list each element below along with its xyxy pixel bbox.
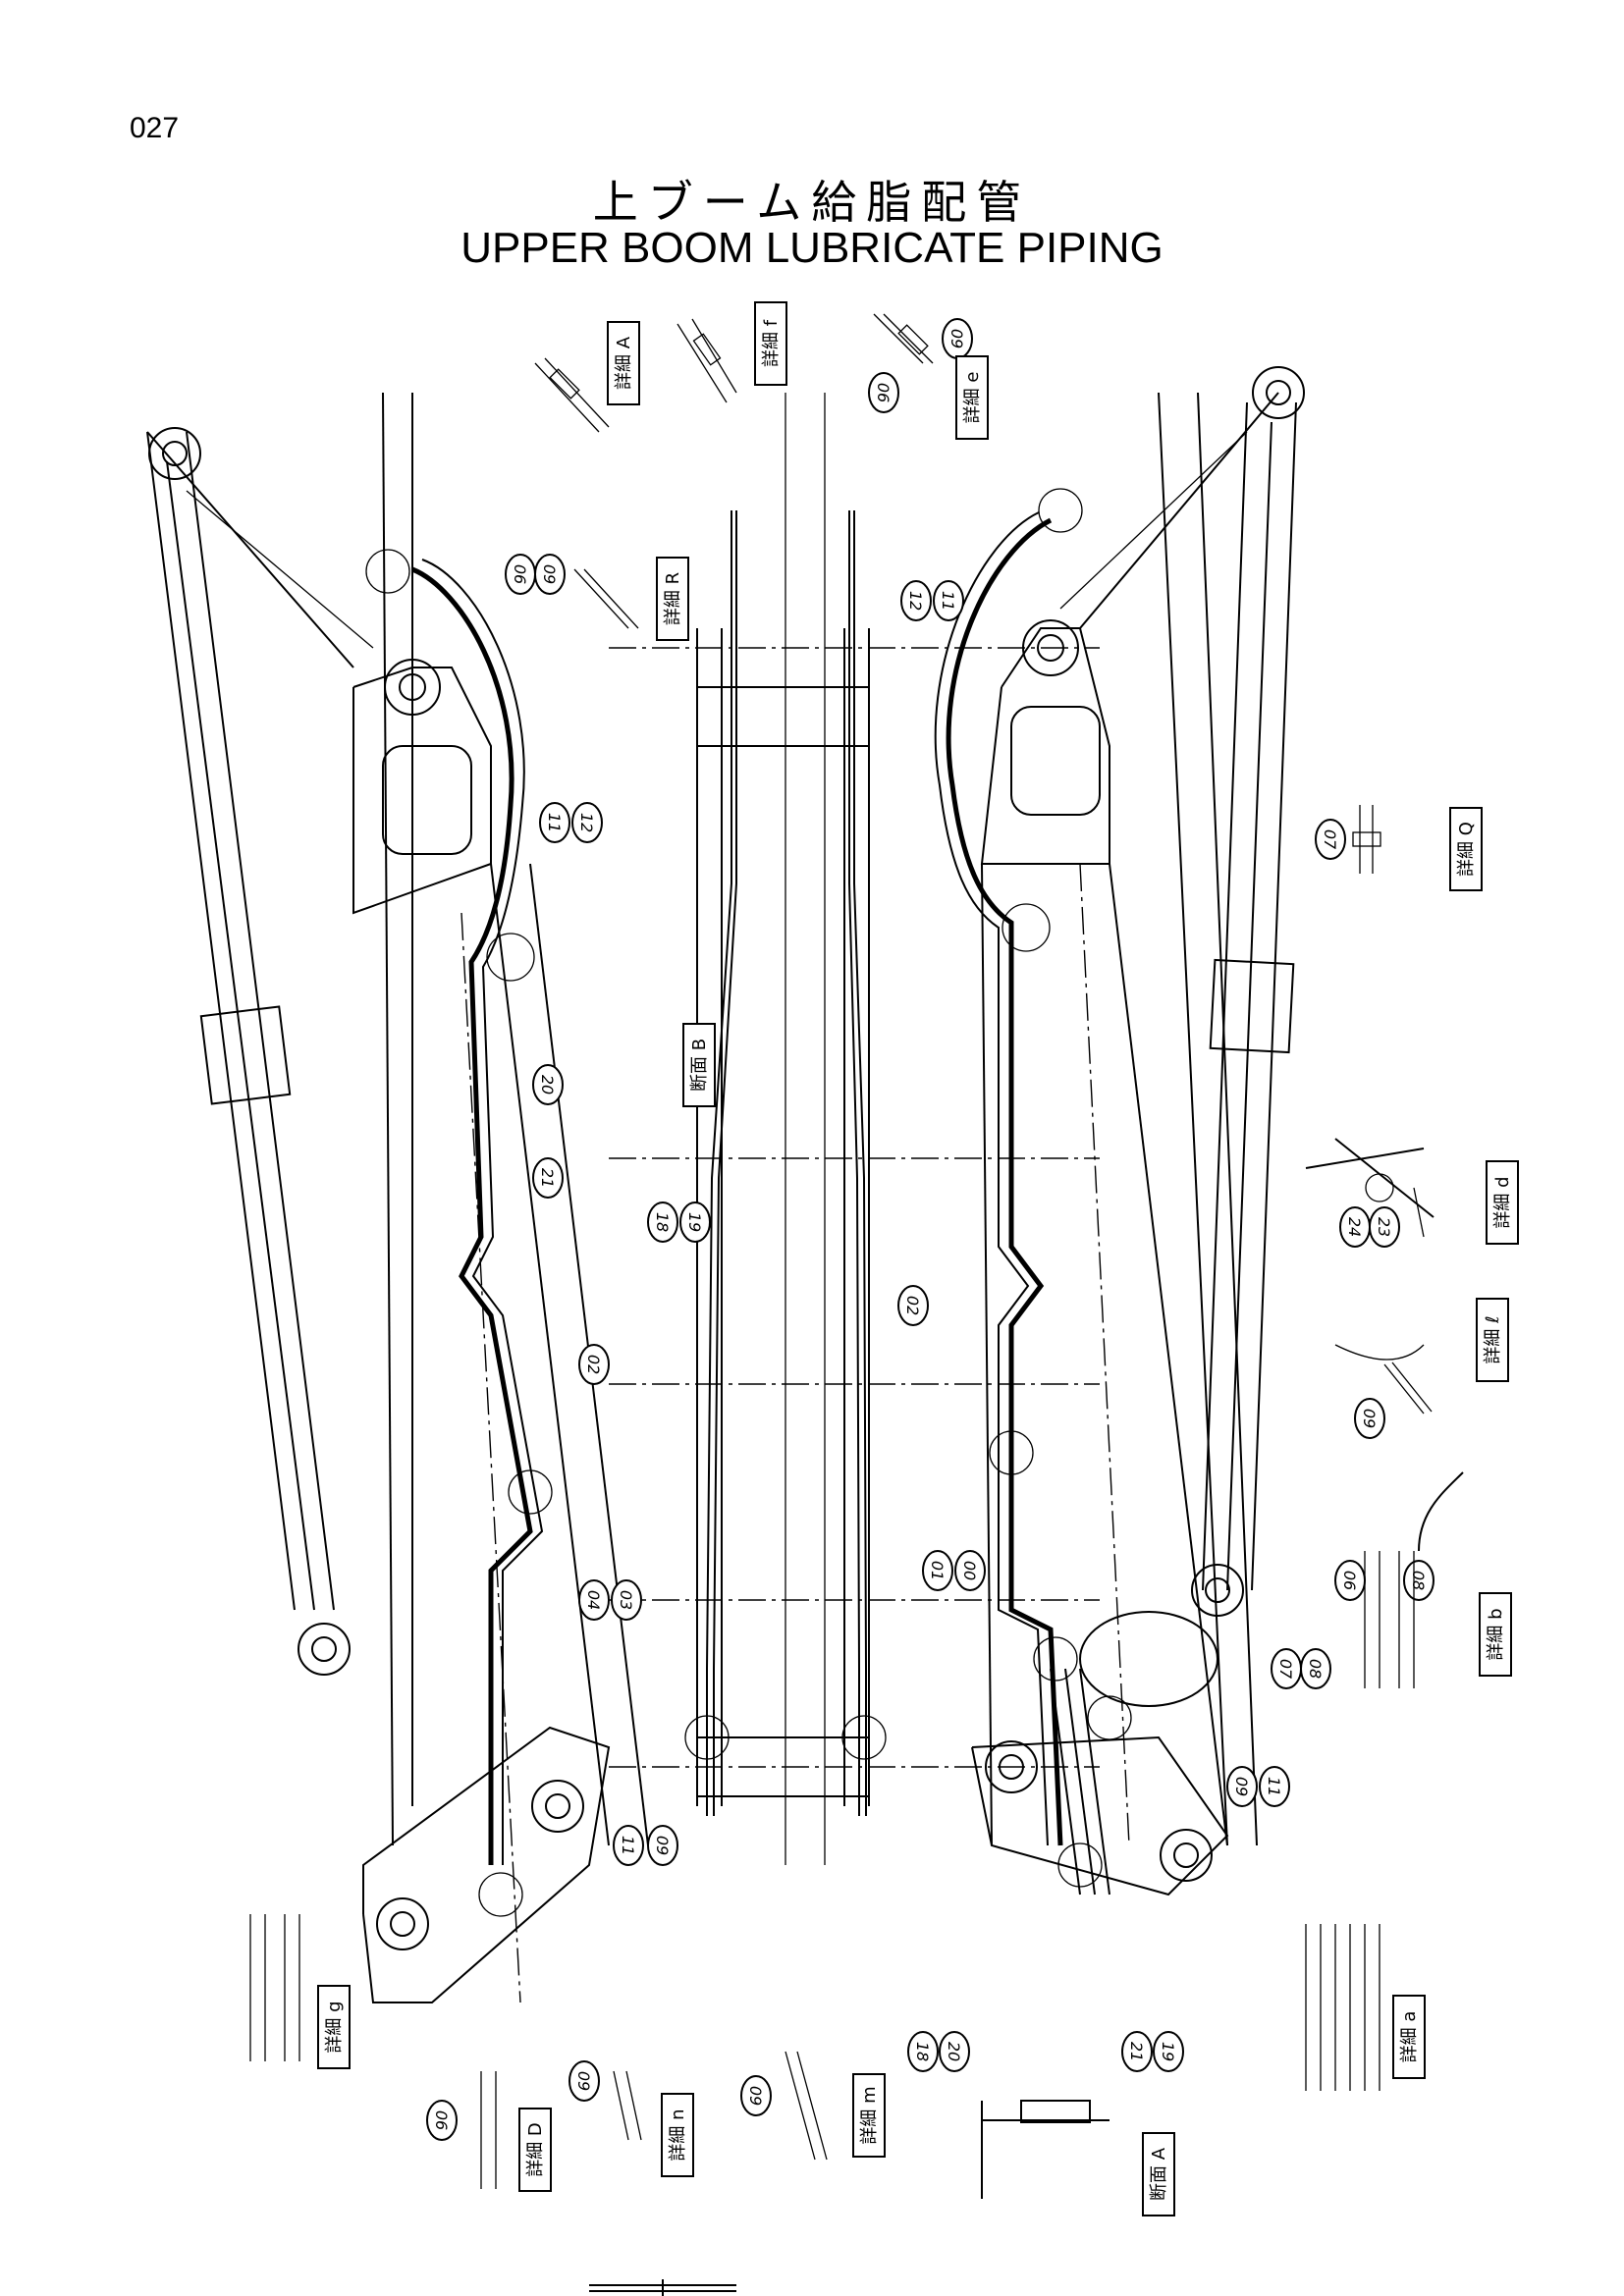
svg-text:断面 B: 断面 B [689,1039,710,1092]
left-pipe-run [365,549,544,1865]
svg-text:23: 23 [1375,1217,1393,1237]
svg-text:18: 18 [913,2042,932,2061]
pin-circle [376,1897,429,1950]
svg-text:08: 08 [1409,1571,1428,1590]
page-number: 027 [130,112,180,144]
right-pipe-run [934,488,1218,1896]
svg-text:11: 11 [619,1836,637,1855]
svg-text:19: 19 [685,1212,704,1232]
svg-text:24: 24 [1345,1217,1364,1237]
title-english: UPPER BOOM LUBRICATE PIPING [460,224,1164,272]
svg-text:01: 01 [928,1561,947,1580]
scale-bar [589,2279,736,2296]
svg-text:詳細 d: 詳細 d [1492,1176,1513,1228]
svg-text:09: 09 [574,2071,593,2091]
pin-circle [384,659,441,716]
svg-text:詳細 g: 詳細 g [324,2001,345,2053]
svg-text:詳細 ℓ: 詳細 ℓ [1483,1315,1503,1363]
svg-text:00: 00 [960,1561,979,1580]
svg-text:21: 21 [538,1168,557,1188]
svg-text:21: 21 [1127,2042,1146,2061]
svg-text:02: 02 [584,1355,603,1374]
pin-circle [1252,366,1305,419]
detail-sketches [249,313,1464,2199]
svg-text:詳細 a: 詳細 a [1399,2011,1420,2063]
svg-text:詳細 Q: 詳細 Q [1456,822,1477,877]
svg-text:06: 06 [1340,1571,1359,1590]
svg-text:12: 12 [906,591,925,611]
svg-text:19: 19 [1159,2042,1177,2061]
pin-circle [531,1780,584,1833]
svg-text:09: 09 [947,329,966,348]
pin-circle [148,427,201,480]
svg-text:06: 06 [511,564,529,584]
svg-text:06: 06 [432,2110,451,2130]
svg-text:03: 03 [617,1590,635,1610]
svg-text:20: 20 [945,2042,963,2061]
detail-marker-circles [478,903,1132,1917]
center-boom-structure [609,393,1100,1865]
pin-circle [985,1740,1038,1793]
pin-circle [298,1623,351,1676]
svg-text:09: 09 [540,564,559,584]
svg-text:07: 07 [1276,1659,1295,1680]
pin-circle [1160,1829,1213,1882]
svg-text:09: 09 [1232,1777,1251,1796]
svg-text:09: 09 [746,2086,765,2106]
left-boom-structure [146,392,649,2003]
svg-text:12: 12 [577,813,596,832]
svg-text:詳細 n: 詳細 n [668,2109,688,2161]
svg-text:20: 20 [538,1075,557,1095]
right-boom-structure [971,366,1305,1896]
svg-text:詳細 R: 詳細 R [663,572,683,625]
detail-label-boxes: 詳細 A 詳細 f 詳細 e 詳細 R 断面 B 詳細 Q 詳細 d 詳細 ℓ … [317,301,1519,2216]
svg-text:02: 02 [903,1296,922,1315]
pin-circle [1191,1564,1244,1617]
svg-text:詳細 b: 詳細 b [1486,1608,1506,1660]
svg-text:09: 09 [653,1836,672,1855]
svg-text:09: 09 [1360,1409,1379,1428]
svg-text:詳細 m: 詳細 m [859,2086,880,2144]
svg-text:11: 11 [1265,1777,1283,1796]
svg-text:11: 11 [545,813,564,832]
svg-text:11: 11 [939,591,957,611]
svg-text:04: 04 [584,1590,603,1610]
svg-text:詳細 D: 詳細 D [525,2122,546,2177]
svg-text:18: 18 [653,1212,672,1232]
pin-circle [1022,619,1079,676]
svg-text:断面 A: 断面 A [1149,2147,1169,2201]
svg-text:08: 08 [1306,1659,1325,1679]
callout-balloons: 11 12 02 04 03 11 09 02 01 00 12 11 07 0… [426,318,1435,2141]
title-japanese: 上ブーム給脂配管 [592,176,1032,229]
svg-text:詳細 e: 詳細 e [962,372,983,424]
svg-text:07: 07 [1321,829,1339,850]
svg-text:詳細 A: 詳細 A [614,336,634,390]
svg-text:詳細 f: 詳細 f [761,319,782,367]
svg-text:06: 06 [874,383,893,402]
